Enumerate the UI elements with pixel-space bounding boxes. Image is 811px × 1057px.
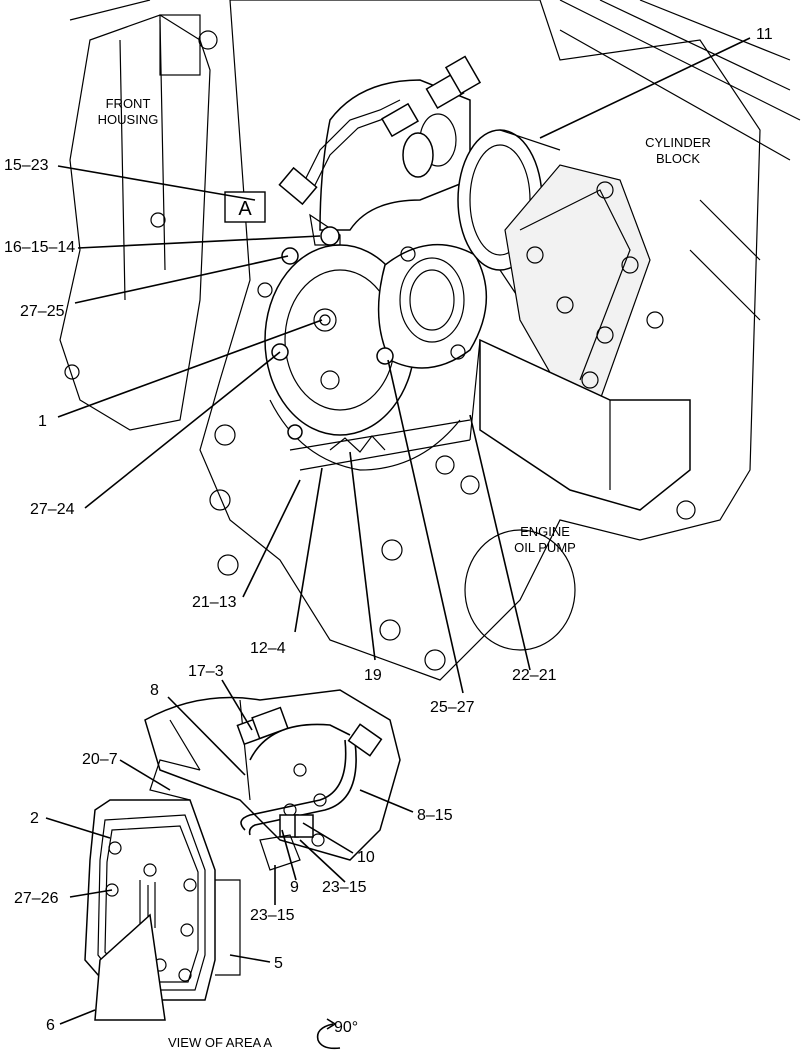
callout-2: 2 [30,810,39,827]
callout-10: 10 [357,849,375,866]
engine-oil-pump-label-1: ENGINE [520,524,570,539]
region-labels: FRONT HOUSING CYLINDER BLOCK ENGINE OIL … [98,96,711,555]
engine-oil-pump-label-2: OIL PUMP [514,540,576,555]
area-a-marker: A [224,191,266,223]
cylinder-block-label-1: CYLINDER [645,135,711,150]
callout-17-3: 17–3 [188,663,224,680]
callout-5: 5 [274,955,283,972]
callout-27-24: 27–24 [30,501,75,518]
callout-15-23: 15–23 [4,157,49,174]
cylinder-block-label-2: BLOCK [656,151,700,166]
callout-22-21: 22–21 [512,667,557,684]
callout-20-7: 20–7 [82,751,118,768]
area-a-letter: A [238,198,252,220]
callout-9: 9 [290,879,299,896]
callout-21-13: 21–13 [192,594,237,611]
callout-27-26: 27–26 [14,890,59,907]
area-a-detail-view [84,689,401,1021]
callout-8-top: 8 [150,682,159,699]
rotation-indicator [316,1018,341,1050]
view-caption: VIEW OF AREA A [168,1035,272,1050]
callout-16-15-14: 16–15–14 [4,239,75,256]
front-housing-label-1: FRONT [106,96,151,111]
callout-1: 1 [38,413,47,430]
callout-23-15-b: 23–15 [250,907,295,924]
front-housing-label-2: HOUSING [98,112,159,127]
rotation-label: 90° [334,1019,358,1036]
callout-6: 6 [46,1017,55,1034]
callout-23-15-a: 23–15 [322,879,367,896]
callout-12-4: 12–4 [250,640,286,657]
callout-27-25: 27–25 [20,303,65,320]
callout-labels: 11 15–23 16–15–14 27–25 1 27–24 21–13 12… [4,26,773,1034]
callout-8-15: 8–15 [417,807,453,824]
callout-25-27: 25–27 [430,699,475,716]
leader-lines [45,37,751,1025]
engine-front-assembly [59,0,801,681]
callout-11: 11 [756,26,773,43]
callout-19: 19 [364,667,382,684]
